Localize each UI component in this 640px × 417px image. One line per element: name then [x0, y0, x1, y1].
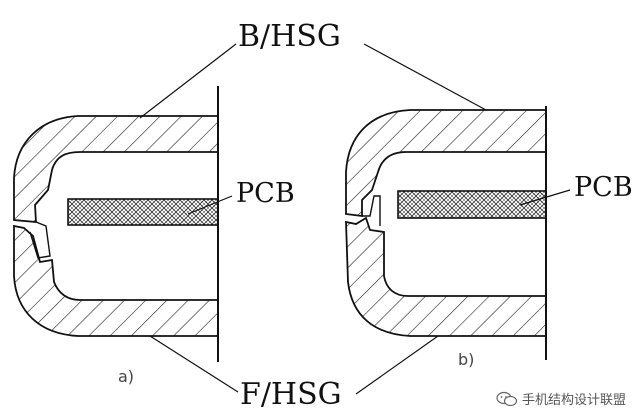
subfigure-label-b: b) — [458, 350, 474, 369]
pcb-label-b: PCB — [574, 172, 633, 203]
interlock-lip-a — [29, 221, 51, 259]
watermark: 手机结构设计联盟 — [496, 389, 626, 408]
leader-bhsg-a — [139, 43, 237, 119]
back-housing-a — [13, 115, 219, 223]
leader-bhsg-b — [363, 43, 487, 111]
wechat-icon — [496, 391, 518, 406]
pcb-board-b — [397, 190, 547, 219]
leader-pcb-b — [519, 189, 571, 206]
watermark-text: 手机结构设计联盟 — [521, 393, 626, 408]
front-housing-a — [13, 224, 219, 337]
leader-fhsg-b — [355, 335, 439, 395]
back-housing-b — [345, 109, 547, 218]
diagram-b: PCB b) — [345, 43, 633, 395]
diagram-a: PCB a) — [13, 43, 295, 393]
front-housing-label: F/HSG — [240, 377, 342, 412]
pcb-label-a: PCB — [236, 178, 295, 209]
subfigure-label-a: a) — [118, 367, 134, 386]
leader-pcb-a — [187, 195, 233, 215]
front-housing-b — [345, 216, 547, 337]
leader-fhsg-a — [149, 335, 239, 393]
pcb-board-a — [67, 198, 219, 226]
interlock-lip-b — [362, 195, 381, 226]
back-housing-label: B/HSG — [238, 19, 341, 54]
